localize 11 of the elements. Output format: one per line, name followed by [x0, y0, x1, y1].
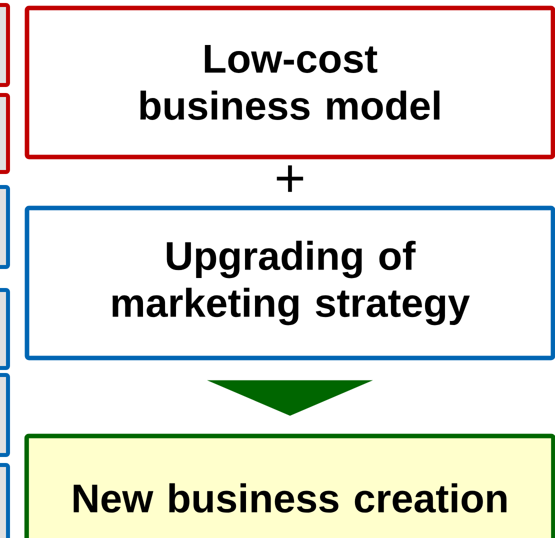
box-fragment	[0, 463, 10, 538]
box-fragment	[0, 373, 10, 457]
text-box: Low-cost business model	[24, 6, 555, 160]
box-fragment	[0, 93, 10, 174]
arrow	[207, 380, 373, 416]
box-fragment	[0, 3, 10, 87]
text-box: New business creation	[24, 434, 555, 538]
box-fragment	[0, 185, 10, 269]
plus-sign: +	[276, 165, 304, 192]
text-box: Upgrading of marketing strategy	[24, 206, 555, 360]
box-fragment	[0, 288, 10, 370]
